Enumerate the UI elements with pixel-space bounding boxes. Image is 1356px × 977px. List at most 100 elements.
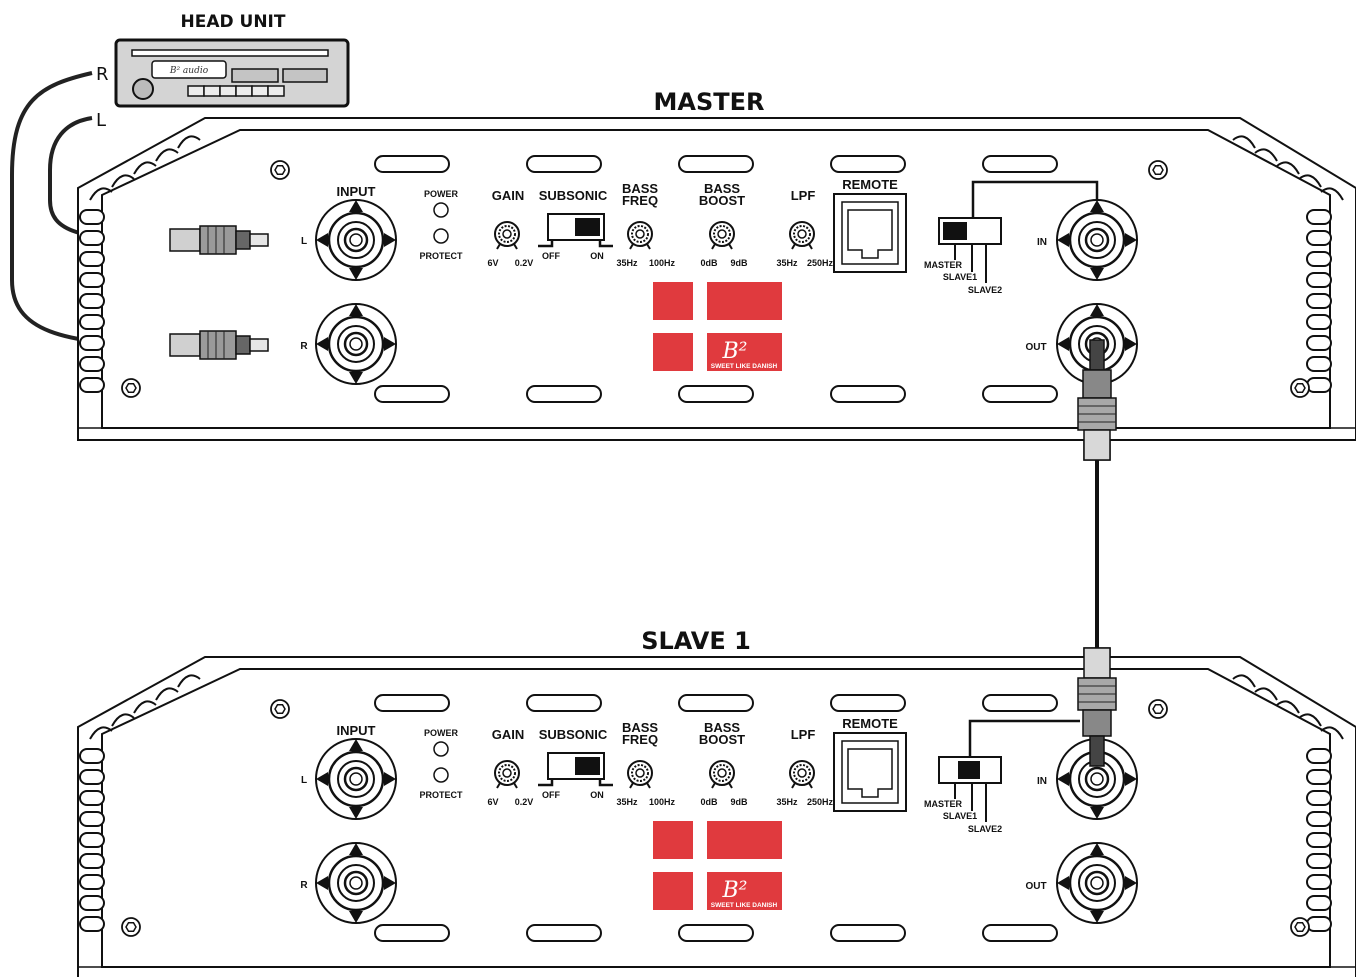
- heatsink-fins-left: [79, 748, 105, 932]
- screw-icon: [1290, 917, 1310, 937]
- gain-min-label: 6V: [487, 797, 498, 807]
- brand-flag-logo: B² SWEET LIKE DANISH: [653, 282, 782, 371]
- remote-port[interactable]: [833, 732, 907, 812]
- bass-boost-label-1: BASS: [704, 720, 740, 735]
- bass-boost-label-2: BOOST: [699, 193, 745, 208]
- rca-input-r-jack[interactable]: [314, 841, 398, 925]
- heatsink-fins-right: [1306, 209, 1332, 393]
- bass-freq-max-label: 100Hz: [649, 797, 676, 807]
- gain-label: GAIN: [492, 188, 525, 203]
- amplifier-slave1: SLAVE 1 INPUT L R POWER: [77, 627, 1356, 977]
- bass-boost-max-label: 9dB: [730, 258, 748, 268]
- lpf-label: LPF: [791, 727, 816, 742]
- head-unit-out-l-label: L: [96, 110, 106, 131]
- bass-freq-label-2: FREQ: [622, 732, 658, 747]
- heatsink-fins-left: [79, 209, 105, 393]
- power-led-icon: [433, 202, 449, 218]
- brand-text: B²: [722, 339, 748, 364]
- amp-title: SLAVE 1: [641, 627, 751, 655]
- power-led-icon: [433, 741, 449, 757]
- screw-icon: [270, 160, 290, 180]
- subsonic-on-label: ON: [590, 251, 604, 261]
- link-out-jack[interactable]: [1055, 841, 1139, 925]
- bass-boost-knob[interactable]: [709, 760, 735, 789]
- bass-freq-max-label: 100Hz: [649, 258, 676, 268]
- brand-text: B²: [722, 878, 748, 903]
- rca-input-r-jack[interactable]: [314, 302, 398, 386]
- gain-max-label: 0.2V: [515, 258, 534, 268]
- link-in-label: IN: [1037, 237, 1047, 248]
- remote-port[interactable]: [833, 193, 907, 273]
- gain-knob[interactable]: [494, 221, 520, 250]
- screw-icon: [270, 699, 290, 719]
- input-r-label: R: [300, 341, 308, 352]
- gain-label: GAIN: [492, 727, 525, 742]
- subsonic-label: SUBSONIC: [539, 727, 608, 742]
- bass-freq-label-1: BASS: [622, 720, 658, 735]
- lpf-max-label: 250Hz: [807, 258, 834, 268]
- mode-switch[interactable]: [938, 180, 1099, 283]
- link-out-label: OUT: [1025, 881, 1046, 892]
- bass-boost-min-label: 0dB: [700, 258, 718, 268]
- brand-flag-logo: B² SWEET LIKE DANISH: [653, 821, 782, 910]
- lpf-min-label: 35Hz: [776, 258, 798, 268]
- subsonic-on-label: ON: [590, 790, 604, 800]
- brand-tagline: SWEET LIKE DANISH: [711, 363, 778, 370]
- link-cable-master-end: [1077, 339, 1117, 461]
- brand-tagline: SWEET LIKE DANISH: [711, 902, 778, 909]
- volume-knob-icon: [132, 78, 154, 100]
- gain-knob[interactable]: [494, 760, 520, 789]
- bass-freq-label-2: FREQ: [622, 193, 658, 208]
- mode-master-label: MASTER: [924, 260, 963, 270]
- input-label: INPUT: [337, 184, 376, 199]
- heatsink-fins-right: [1306, 748, 1332, 932]
- head-unit-title: HEAD UNIT: [181, 12, 286, 32]
- bass-freq-min-label: 35Hz: [616, 258, 638, 268]
- link-out-label: OUT: [1025, 342, 1046, 353]
- input-l-label: L: [301, 775, 307, 786]
- mode-switch[interactable]: [938, 719, 1080, 822]
- lpf-knob[interactable]: [789, 760, 815, 789]
- subsonic-off-label: OFF: [542, 251, 560, 261]
- protect-led-label: PROTECT: [419, 251, 463, 261]
- bass-boost-min-label: 0dB: [700, 797, 718, 807]
- gain-min-label: 6V: [487, 258, 498, 268]
- screw-icon: [121, 917, 141, 937]
- lpf-label: LPF: [791, 188, 816, 203]
- bass-freq-min-label: 35Hz: [616, 797, 638, 807]
- gain-max-label: 0.2V: [515, 797, 534, 807]
- mode-slave1-label: SLAVE1: [943, 811, 977, 821]
- bass-boost-knob[interactable]: [709, 221, 735, 250]
- screw-icon: [1148, 160, 1168, 180]
- screw-icon: [121, 378, 141, 398]
- bass-boost-max-label: 9dB: [730, 797, 748, 807]
- amp-title: MASTER: [654, 88, 765, 116]
- lpf-min-label: 35Hz: [776, 797, 798, 807]
- remote-label: REMOTE: [842, 177, 898, 192]
- subsonic-switch[interactable]: [538, 213, 613, 248]
- remote-label: REMOTE: [842, 716, 898, 731]
- mode-master-label: MASTER: [924, 799, 963, 809]
- subsonic-switch[interactable]: [538, 752, 613, 787]
- bass-freq-knob[interactable]: [627, 221, 653, 250]
- input-r-label: R: [300, 880, 308, 891]
- link-cable-slave-end: [1077, 647, 1117, 767]
- subsonic-off-label: OFF: [542, 790, 560, 800]
- screw-icon: [1290, 378, 1310, 398]
- screw-icon: [1148, 699, 1168, 719]
- link-in-jack[interactable]: [1055, 198, 1139, 282]
- protect-led-icon: [433, 767, 449, 783]
- amplifier-master: MASTER INPUT L R: [77, 88, 1356, 441]
- protect-led-icon: [433, 228, 449, 244]
- bass-freq-knob[interactable]: [627, 760, 653, 789]
- rca-input-l-jack[interactable]: [314, 198, 398, 282]
- mode-slave1-label: SLAVE1: [943, 272, 977, 282]
- rca-input-l-jack[interactable]: [314, 737, 398, 821]
- mode-slave2-label: SLAVE2: [968, 285, 1002, 295]
- lpf-max-label: 250Hz: [807, 797, 834, 807]
- bass-freq-label-1: BASS: [622, 181, 658, 196]
- link-in-label: IN: [1037, 776, 1047, 787]
- lpf-knob[interactable]: [789, 221, 815, 250]
- protect-led-label: PROTECT: [419, 790, 463, 800]
